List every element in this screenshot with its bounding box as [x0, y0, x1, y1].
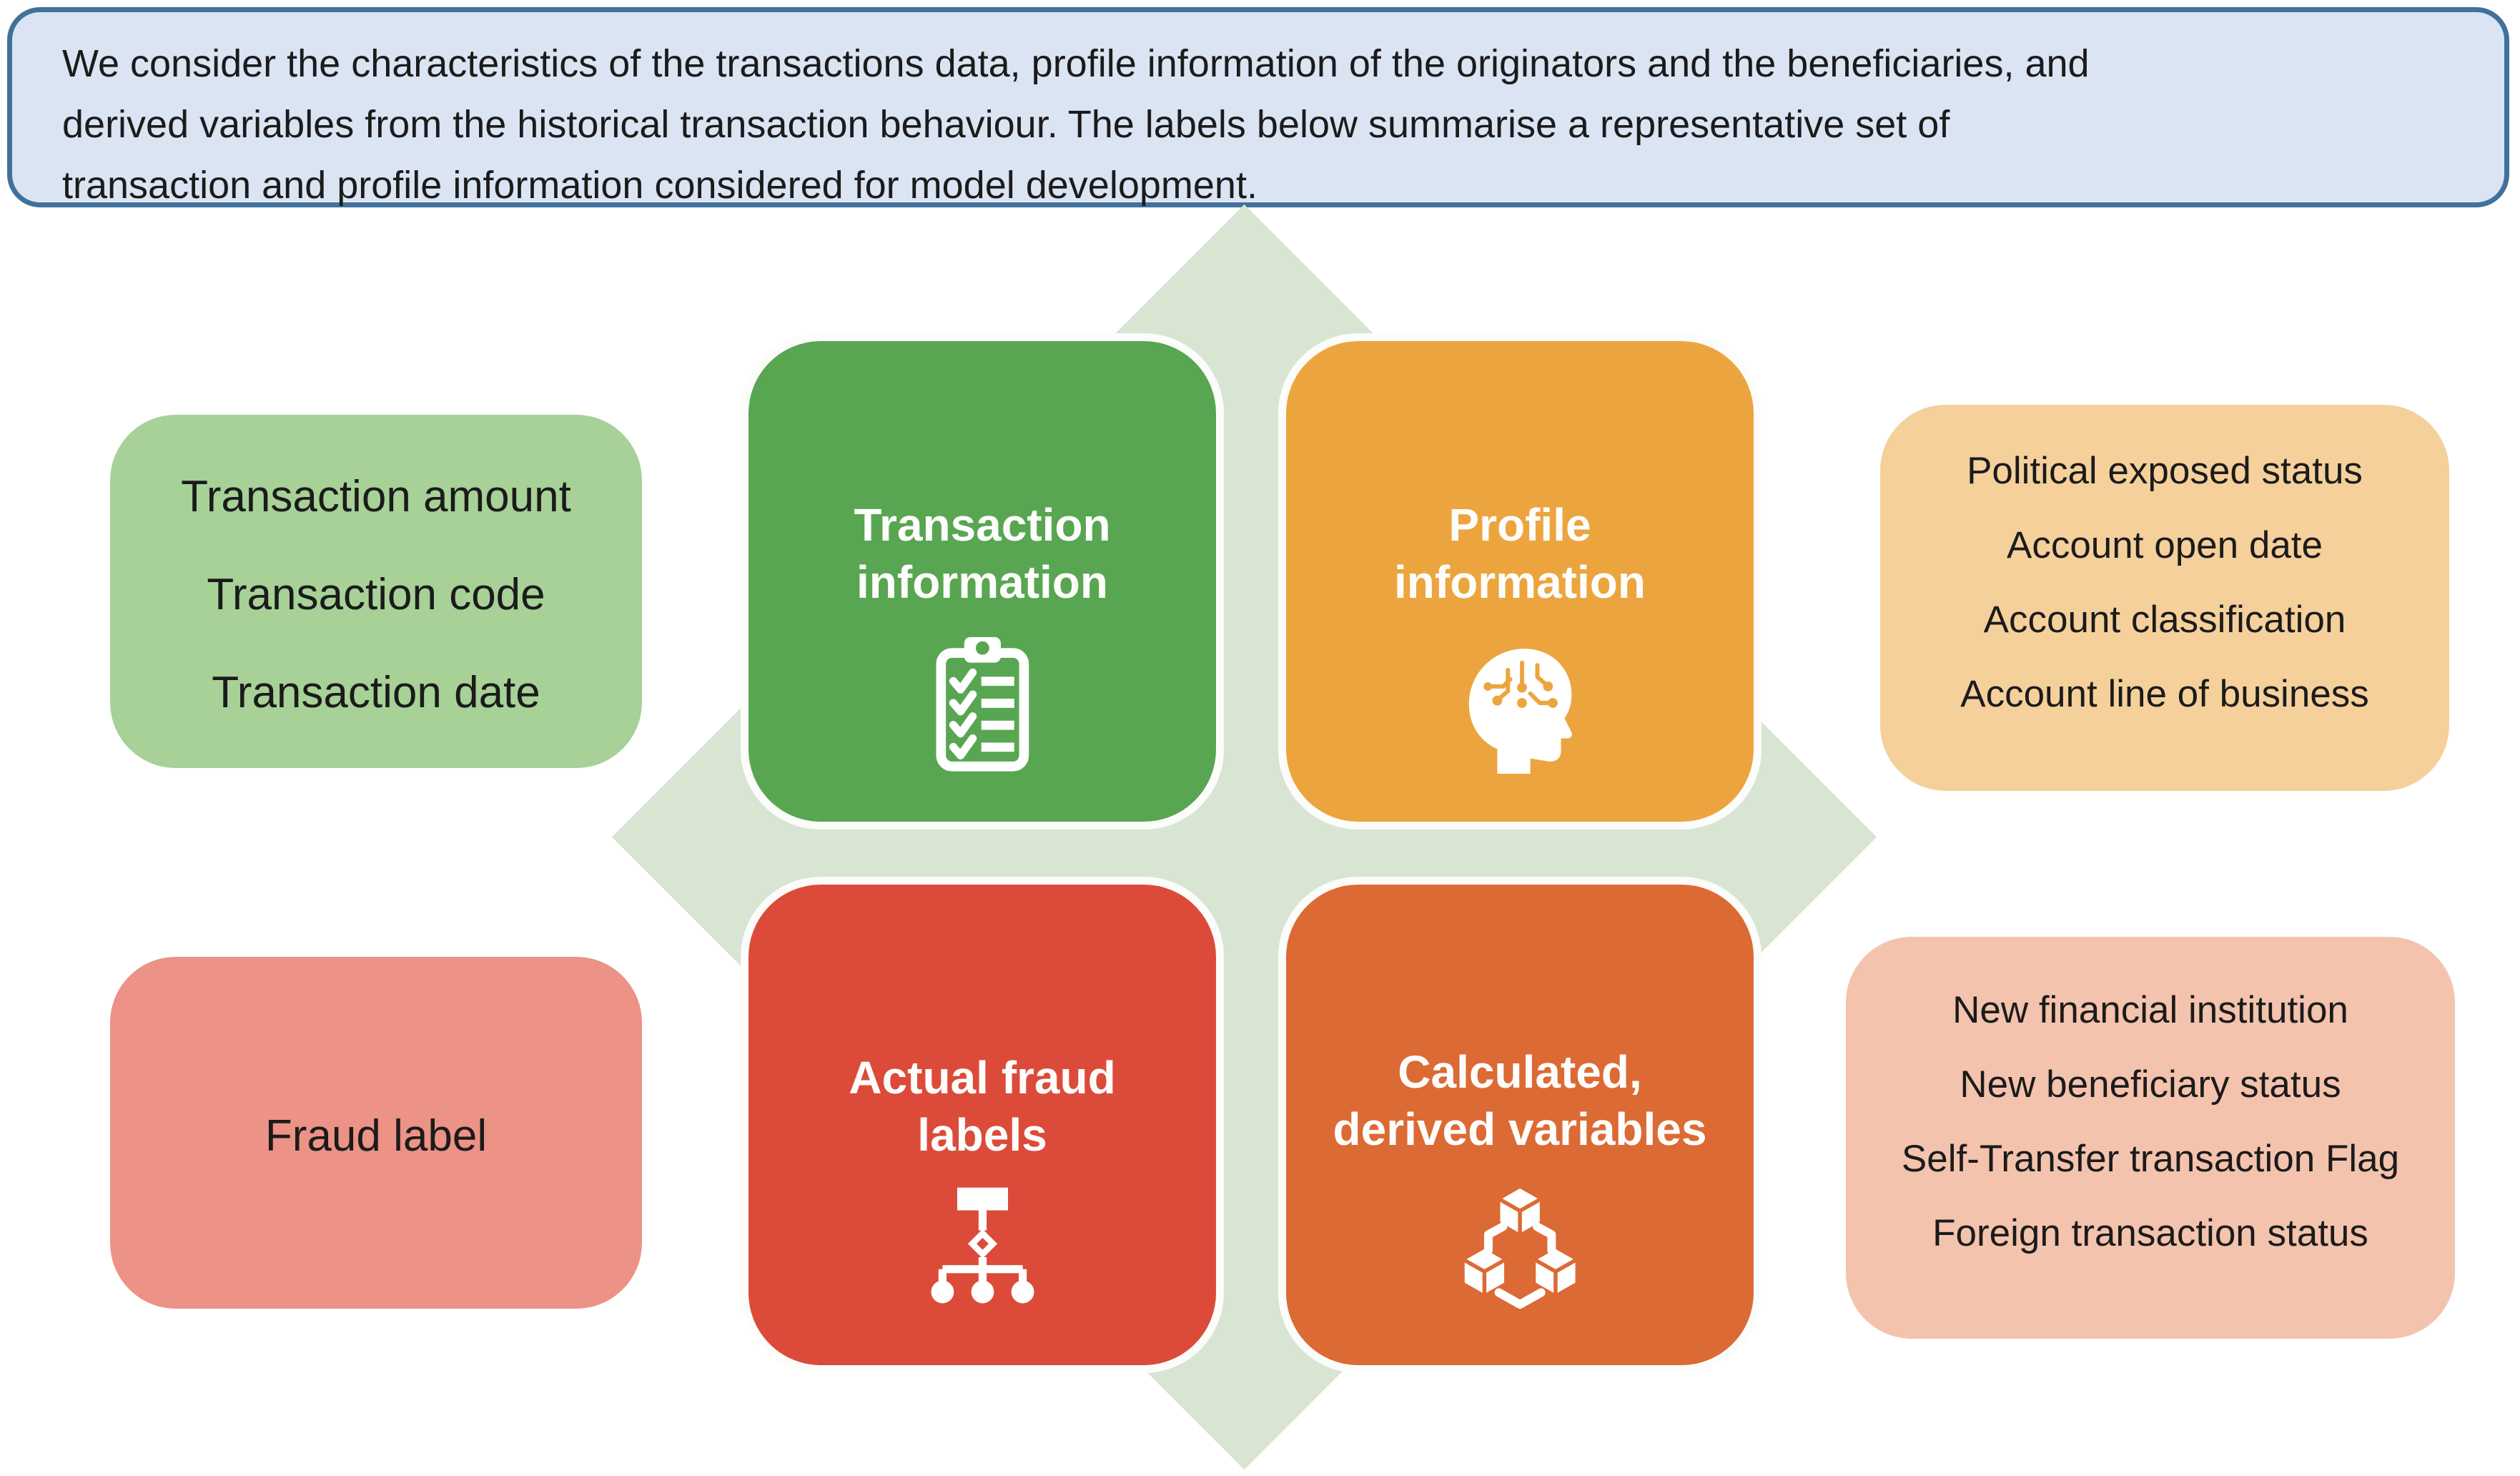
transaction-information-square: Transaction information [741, 333, 1224, 830]
intro-line-2: derived variables from the historical tr… [62, 103, 1950, 146]
transaction-field: Transaction code [207, 570, 545, 619]
profile-field: Account line of business [1960, 673, 2369, 715]
clipboard-checklist-icon [936, 636, 1029, 772]
actual-fraud-labels-title: Actual fraud labels [849, 1052, 1116, 1161]
profile-field: Account open date [2006, 524, 2323, 566]
transaction-field: Transaction amount [181, 472, 571, 521]
transaction-fields-box: Transaction amount Transaction code Tran… [110, 415, 642, 768]
head-circuit-icon [1469, 649, 1573, 774]
derived-field: New beneficiary status [1960, 1063, 2341, 1106]
linked-cubes-icon [1463, 1188, 1576, 1309]
fraud-label-box: Fraud label [110, 957, 642, 1309]
calculated-derived-variables-title: Calculated, derived variables [1333, 1046, 1707, 1155]
actual-fraud-labels-square: Actual fraud labels [741, 877, 1224, 1373]
profile-fields-box: Political exposed status Account open da… [1880, 405, 2449, 791]
derived-field: Self-Transfer transaction Flag [1901, 1138, 2400, 1180]
hierarchy-tree-icon [931, 1187, 1034, 1304]
profile-information-title: Profile information [1394, 499, 1646, 608]
calculated-derived-variables-square: Calculated, derived variables [1278, 877, 1761, 1373]
transaction-information-title: Transaction information [854, 499, 1111, 608]
derived-fields-box: New financial institution New beneficiar… [1846, 937, 2455, 1339]
derived-field: Foreign transaction status [1932, 1212, 2368, 1254]
profile-field: Account classification [1983, 599, 2346, 641]
profile-field: Political exposed status [1967, 450, 2363, 492]
transaction-field: Transaction date [212, 668, 540, 717]
intro-text-box: We consider the characteristics of the t… [7, 7, 2509, 207]
intro-line-1: We consider the characteristics of the t… [62, 42, 2090, 85]
intro-line-3: transaction and profile information cons… [62, 164, 1257, 207]
derived-field: New financial institution [1952, 989, 2348, 1031]
profile-information-square: Profile information [1278, 333, 1761, 830]
fraud-field: Fraud label [265, 1111, 488, 1161]
